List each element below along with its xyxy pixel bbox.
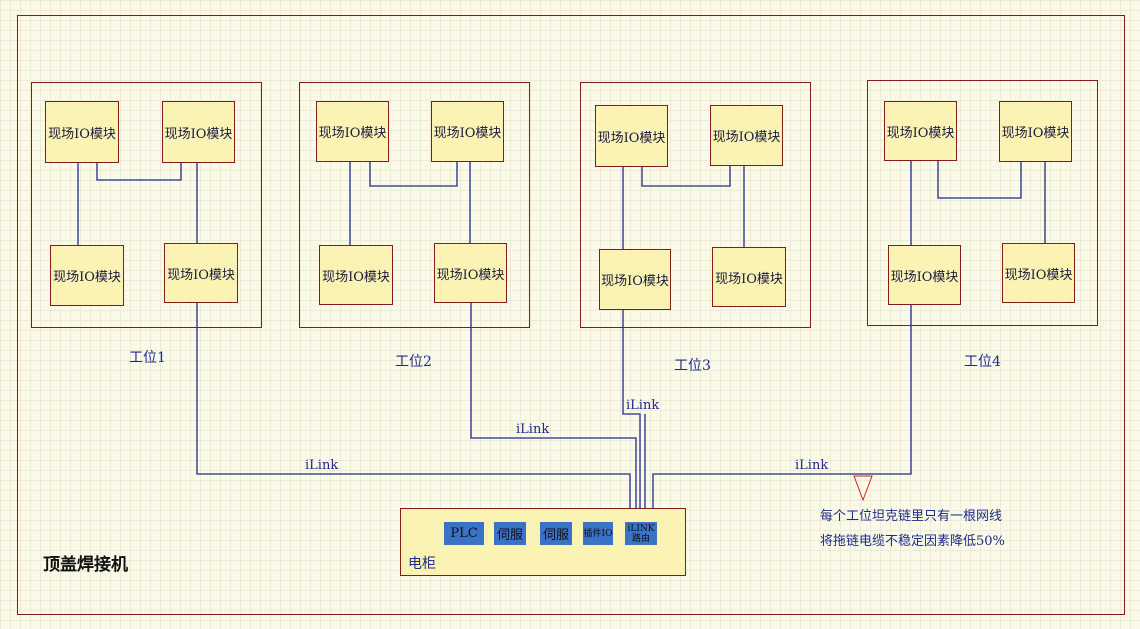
station-4-label: 工位4 xyxy=(964,354,1001,370)
io-module: 现场IO模块 xyxy=(884,101,957,161)
ilink-station1 xyxy=(196,303,631,518)
station-3-label: 工位3 xyxy=(674,358,711,374)
plugin-io-block: 插件IO xyxy=(583,522,613,545)
ilink-label: iLink xyxy=(626,398,660,413)
io-module: 现场IO模块 xyxy=(45,101,119,163)
ilink-station4 xyxy=(652,305,912,518)
station-4-frame xyxy=(867,80,1098,326)
drawing-frame xyxy=(17,15,1125,615)
wire-s2-m1-m2 xyxy=(369,162,458,187)
note-line-1: 每个工位坦克链里只有一根网线 xyxy=(820,509,1003,524)
io-module: 现场IO模块 xyxy=(888,245,961,305)
ilink-label: iLink xyxy=(795,458,829,473)
router-label-line2: 路由 xyxy=(631,533,650,544)
cabinet-label: 电柜 xyxy=(408,556,436,572)
station-1-label: 工位1 xyxy=(129,350,166,366)
io-module: 现场IO模块 xyxy=(599,249,671,310)
io-module: 现场IO模块 xyxy=(50,245,124,306)
io-module: 现场IO模块 xyxy=(164,243,238,303)
warning-triangle-icon xyxy=(853,475,873,502)
io-module: 现场IO模块 xyxy=(431,101,504,162)
ilink-router-block: iLINK 路由 xyxy=(625,522,657,545)
io-module: 现场IO模块 xyxy=(999,101,1072,162)
wire-s3-m1-m2 xyxy=(641,166,731,187)
station-2-frame xyxy=(299,82,530,328)
io-module: 现场IO模块 xyxy=(712,247,786,307)
ilink-station2 xyxy=(470,303,637,518)
ilink-label: iLink xyxy=(305,458,339,473)
servo-block-1: 伺服 xyxy=(494,522,526,545)
io-module: 现场IO模块 xyxy=(316,101,389,162)
io-module: 现场IO模块 xyxy=(434,243,507,303)
io-module: 现场IO模块 xyxy=(319,245,393,305)
plc-block: PLC xyxy=(444,522,484,545)
io-module: 现场IO模块 xyxy=(1002,243,1075,303)
io-module: 现场IO模块 xyxy=(595,105,668,167)
diagram-title: 顶盖焊接机 xyxy=(43,555,128,575)
wire-s4-m1-m2 xyxy=(937,161,1022,199)
station-1-frame xyxy=(31,82,262,328)
station-3-frame xyxy=(580,82,811,328)
router-label-line1: iLINK xyxy=(627,523,655,534)
io-module: 现场IO模块 xyxy=(710,105,783,166)
ilink-station3 xyxy=(622,310,641,518)
io-module: 现场IO模块 xyxy=(162,101,235,163)
note-line-2: 将拖链电缆不稳定因素降低50% xyxy=(820,534,1005,549)
station-2-label: 工位2 xyxy=(395,354,432,370)
wire-s1-m1-m2 xyxy=(96,163,182,181)
ilink-label: iLink xyxy=(516,422,550,437)
servo-block-2: 伺服 xyxy=(540,522,572,545)
